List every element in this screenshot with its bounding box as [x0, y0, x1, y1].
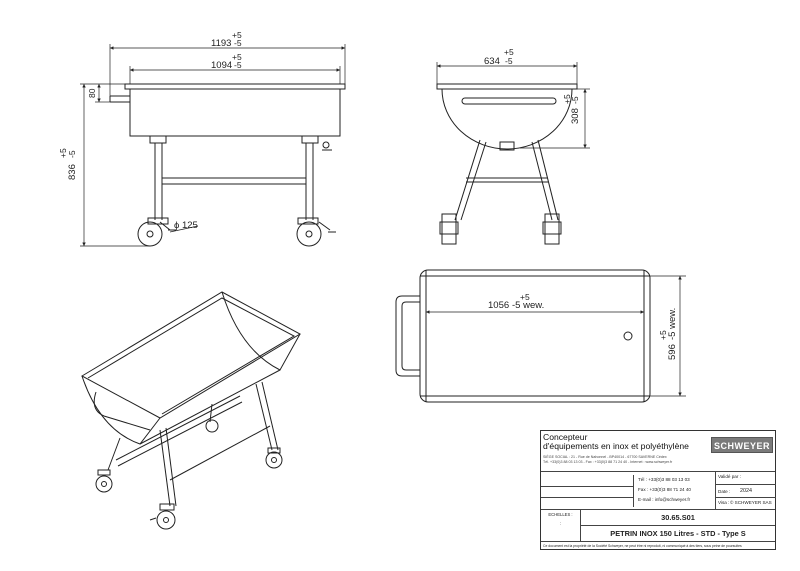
caster-wheel-right [296, 221, 322, 247]
dim-836-tol-plus: +5 [58, 148, 68, 158]
dim-wheel-diameter: ϕ 125 [174, 220, 198, 231]
address-line-2: Tél. +33(0)3 88 03 13 03 - Fax : +33(0)3… [543, 459, 673, 464]
dim-308-tol-minus: -5 [570, 96, 580, 104]
dim-836-value: 836 [67, 164, 78, 180]
dim-596-value: 596 [667, 344, 678, 360]
side-dimensions [436, 62, 590, 149]
side-tub-curve [441, 88, 573, 150]
scale-label: ECHELLES : [548, 512, 573, 517]
dim-1094-tol-minus: -5 [234, 60, 242, 70]
dim-596-tol-plus: +5 [658, 330, 668, 340]
divider [541, 471, 775, 472]
dim-1193-tol-minus: -5 [234, 38, 242, 48]
dim-634-tol-plus: +5 [504, 47, 514, 57]
dim-1193-value: 1193 [211, 38, 231, 49]
scale-value: : [559, 521, 562, 526]
front-tub [129, 89, 341, 137]
dim-1094-value: 1094 [211, 60, 232, 71]
top-dimension-labels: +5 1056 -5 wew. 596 -5 wew. +5 [488, 292, 678, 360]
isometric-view [80, 291, 302, 530]
contact-fax: Fax : +33(0)3 88 71 24 40 [638, 487, 691, 492]
title-block: Concepteur d'équipements en inox et poly… [540, 430, 776, 550]
dim-1094-tol-plus: +5 [232, 52, 242, 62]
valide-label: Validé par : [718, 474, 741, 479]
copyright-footer: Ce document est la propriété de la Socié… [541, 541, 775, 550]
contact-email: E-mail : info@schweyer.fr [638, 497, 691, 502]
front-dimensions [80, 44, 346, 247]
top-dimensions [426, 275, 686, 397]
visa-label: Visa : [718, 500, 730, 505]
side-view [436, 83, 578, 245]
iso-rim [80, 291, 302, 419]
dim-1193-tol-plus: +5 [232, 30, 242, 40]
company-description: Concepteur d'équipements en inox et poly… [543, 433, 689, 451]
company-line-1: Concepteur [543, 432, 588, 442]
dim-836-tol-minus: -5 [67, 150, 77, 158]
front-view [109, 83, 346, 247]
top-view [395, 269, 651, 403]
visa-value: © SCHWEYER SAS [730, 500, 772, 505]
iso-tub-end [221, 291, 301, 371]
dim-1056-tol-plus: +5 [520, 292, 530, 302]
company-address: SIÈGE SOCIAL : 21 - Rue de Nahonnel - BP… [543, 455, 672, 464]
front-rim [124, 83, 346, 90]
company-line-2: d'équipements en inox et polyéthylène [543, 441, 689, 451]
contact-info: Tél : +33(0)3 88 03 13 03 Fax : +33(0)3 … [633, 475, 715, 507]
date-label: Date : [718, 489, 731, 494]
scale-box: ECHELLES : : [541, 509, 581, 541]
side-dimension-labels: +5 634 -5 308 -5 +5 [484, 47, 581, 124]
address-line-1: SIÈGE SOCIAL : 21 - Rue de Nahonnel - BP… [543, 455, 667, 459]
schweyer-logo: SCHWEYER [711, 437, 773, 453]
top-handle [395, 295, 420, 377]
front-dimension-labels: +5 1193 -5 +5 1094 -5 836 -5 +5 80 ϕ 125 [58, 30, 242, 231]
validation-fields: Validé par : Date : 2024 Visa : © SCHWEY… [715, 471, 776, 509]
caster-wheel-left [137, 221, 163, 247]
blank-fields [541, 475, 633, 507]
dim-634-tol-minus: -5 [505, 56, 513, 66]
dim-80-value: 80 [87, 88, 97, 98]
product-title: PETRIN INOX 150 Litres - STD - Type S [581, 525, 775, 541]
dim-1056-tol-minus: -5 wew. [512, 300, 544, 311]
date-value: 2024 [740, 488, 752, 494]
dim-1056-value: 1056 [488, 300, 509, 311]
dim-634-value: 634 [484, 56, 500, 67]
dim-308-value: 308 [570, 108, 581, 124]
dim-596-tol-minus: -5 wew. [667, 308, 678, 340]
contact-tel: Tél : +33(0)3 88 03 13 03 [638, 477, 690, 482]
drawing-reference: 30.65.S01 [581, 509, 775, 525]
dim-308-tol-plus: +5 [562, 94, 572, 104]
top-outline [419, 269, 651, 403]
